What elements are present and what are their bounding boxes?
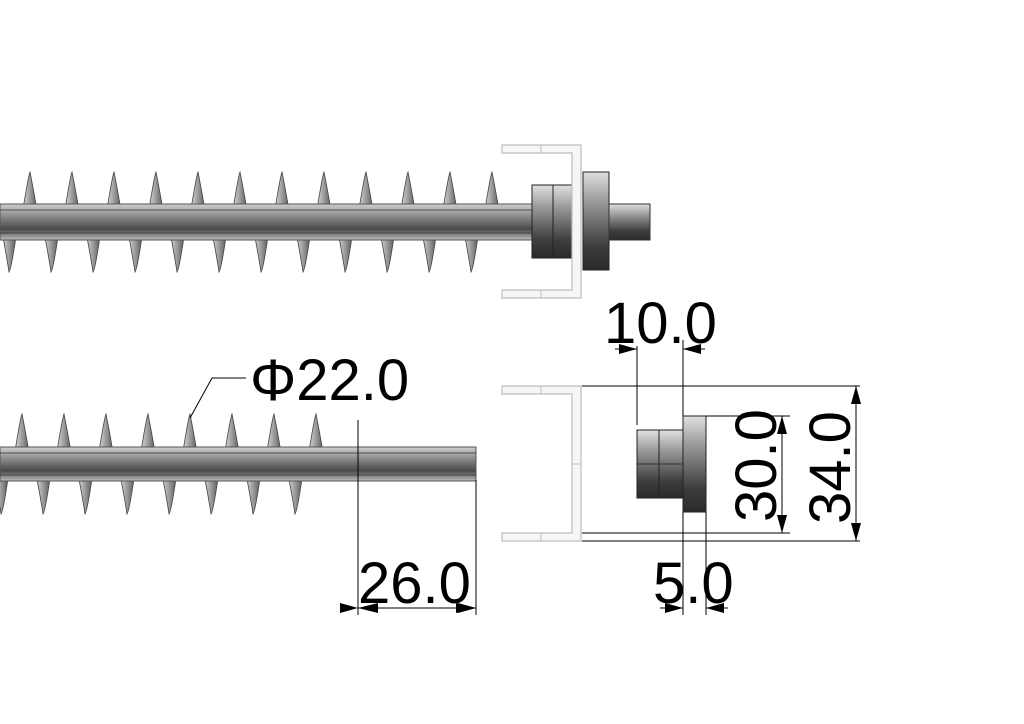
dim-shaft-diameter: Φ22.0 (250, 348, 409, 413)
dim-shaft-end-length: 26.0 (358, 551, 471, 616)
bottom-auger-assembly (0, 385, 707, 542)
bottom-housing (501, 385, 582, 542)
top-shaft-stub (608, 203, 651, 241)
dim-flange-width: 5.0 (653, 551, 734, 616)
dimension-labels: Φ22.0 26.0 10.0 5.0 30.0 34.0 (250, 291, 863, 616)
dimension-lines (189, 340, 861, 615)
bottom-flange (682, 415, 707, 513)
top-auger-shaft (0, 203, 534, 241)
top-flange (582, 171, 610, 271)
dim-bushing-width: 10.0 (604, 291, 717, 356)
arrow-26-right (456, 603, 476, 613)
dim-bushing-height: 30.0 (724, 409, 789, 522)
dim-housing-height: 34.0 (798, 411, 863, 524)
top-housing (501, 144, 582, 299)
arrow-26-left (358, 603, 378, 613)
top-auger-assembly (0, 144, 651, 299)
bottom-auger-shaft (0, 446, 477, 482)
